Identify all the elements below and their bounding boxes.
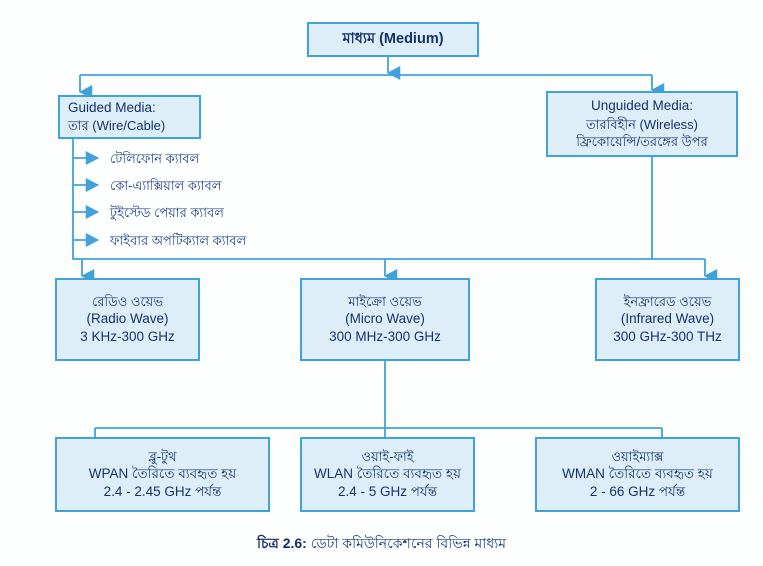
node-guided-media[interactable]: Guided Media: তার (Wire/Cable) <box>58 95 201 139</box>
node-guided-media-line1: Guided Media: <box>68 100 156 116</box>
figure-caption-text: ডেটা কমিউনিকেশনের বিভিন্ন মাধ্যম <box>310 535 507 551</box>
node-wave-micro[interactable]: মাইক্রো ওয়েভ (Micro Wave) 300 MHz-300 G… <box>300 278 470 361</box>
guided-item-coaxial: কো-এ্যাক্সিয়াল ক্যাবল <box>110 178 222 193</box>
node-unguided-media-line3: ফ্রিকোয়েন্সি/তরঙ্গের উপর <box>576 134 708 150</box>
node-medium[interactable]: মাধ্যম (Medium) <box>307 22 479 57</box>
node-unguided-media-line2: তারবিহীন (Wireless) <box>585 116 699 132</box>
node-wave-radio-name-en: (Radio Wave) <box>86 311 169 327</box>
node-wave-infrared-name-en: (Infrared Wave) <box>620 311 715 327</box>
node-unguided-media-line1: Unguided Media: <box>590 98 694 114</box>
guided-item-fiber-optical: ফাইবার অপটিক্যাল ক্যাবল <box>110 233 247 248</box>
node-wave-micro-range: 300 MHz-300 GHz <box>329 329 441 345</box>
node-wave-radio-name-bn: রেডিও ওয়েভ <box>91 293 164 309</box>
node-tech-wifi-name: ওয়াই-ফাই <box>361 448 414 464</box>
node-wave-infrared-name-bn: ইনফ্রারেড ওয়েভ <box>623 293 712 309</box>
node-wave-micro-name-en: (Micro Wave) <box>345 311 425 327</box>
node-tech-bluetooth-range: 2.4 - 2.45 GHz পর্যন্ত <box>103 484 222 500</box>
node-tech-wifi[interactable]: ওয়াই-ফাই WLAN তৈরিতে ব্যবহৃত হয় 2.4 - … <box>300 437 475 512</box>
node-tech-wimax[interactable]: ওয়াইম্যাক্স WMAN তৈরিতে ব্যবহৃত হয় 2 -… <box>535 437 740 512</box>
node-unguided-media[interactable]: Unguided Media: তারবিহীন (Wireless) ফ্রি… <box>546 91 738 157</box>
guided-item-twisted-pair: টুইস্টেড পেয়ার ক্যাবল <box>110 205 224 220</box>
figure-caption-number: চিত্র 2.6: <box>256 535 307 551</box>
node-wave-radio[interactable]: রেডিও ওয়েভ (Radio Wave) 3 KHz-300 GHz <box>55 278 200 361</box>
node-tech-bluetooth[interactable]: ব্লু-টুথ WPAN তৈরিতে ব্যবহৃত হয় 2.4 - 2… <box>55 437 270 512</box>
guided-item-telephone: টেলিফোন ক্যাবল <box>110 151 200 166</box>
node-tech-wimax-usage: WMAN তৈরিতে ব্যবহৃত হয় <box>562 466 713 482</box>
node-tech-wimax-name: ওয়াইম্যাক্স <box>611 448 664 464</box>
node-tech-wimax-range: 2 - 66 GHz পর্যন্ত <box>589 484 686 500</box>
node-medium-label: মাধ্যম (Medium) <box>342 30 444 47</box>
node-wave-radio-range: 3 KHz-300 GHz <box>80 329 175 345</box>
node-wave-infrared-range: 300 GHz-300 THz <box>613 329 722 345</box>
node-tech-wifi-usage: WLAN তৈরিতে ব্যবহৃত হয় <box>314 466 461 482</box>
node-wave-infrared[interactable]: ইনফ্রারেড ওয়েভ (Infrared Wave) 300 GHz-… <box>595 278 740 361</box>
node-tech-bluetooth-name: ব্লু-টুথ <box>148 448 177 464</box>
node-tech-bluetooth-usage: WPAN তৈরিতে ব্যবহৃত হয় <box>88 466 237 482</box>
figure-caption: চিত্র 2.6: ডেটা কমিউনিকেশনের বিভিন্ন মাধ… <box>0 532 763 556</box>
node-tech-wifi-range: 2.4 - 5 GHz পর্যন্ত <box>337 484 438 500</box>
node-guided-media-line2: তার (Wire/Cable) <box>68 118 166 134</box>
node-wave-micro-name-bn: মাইক্রো ওয়েভ <box>348 293 422 309</box>
